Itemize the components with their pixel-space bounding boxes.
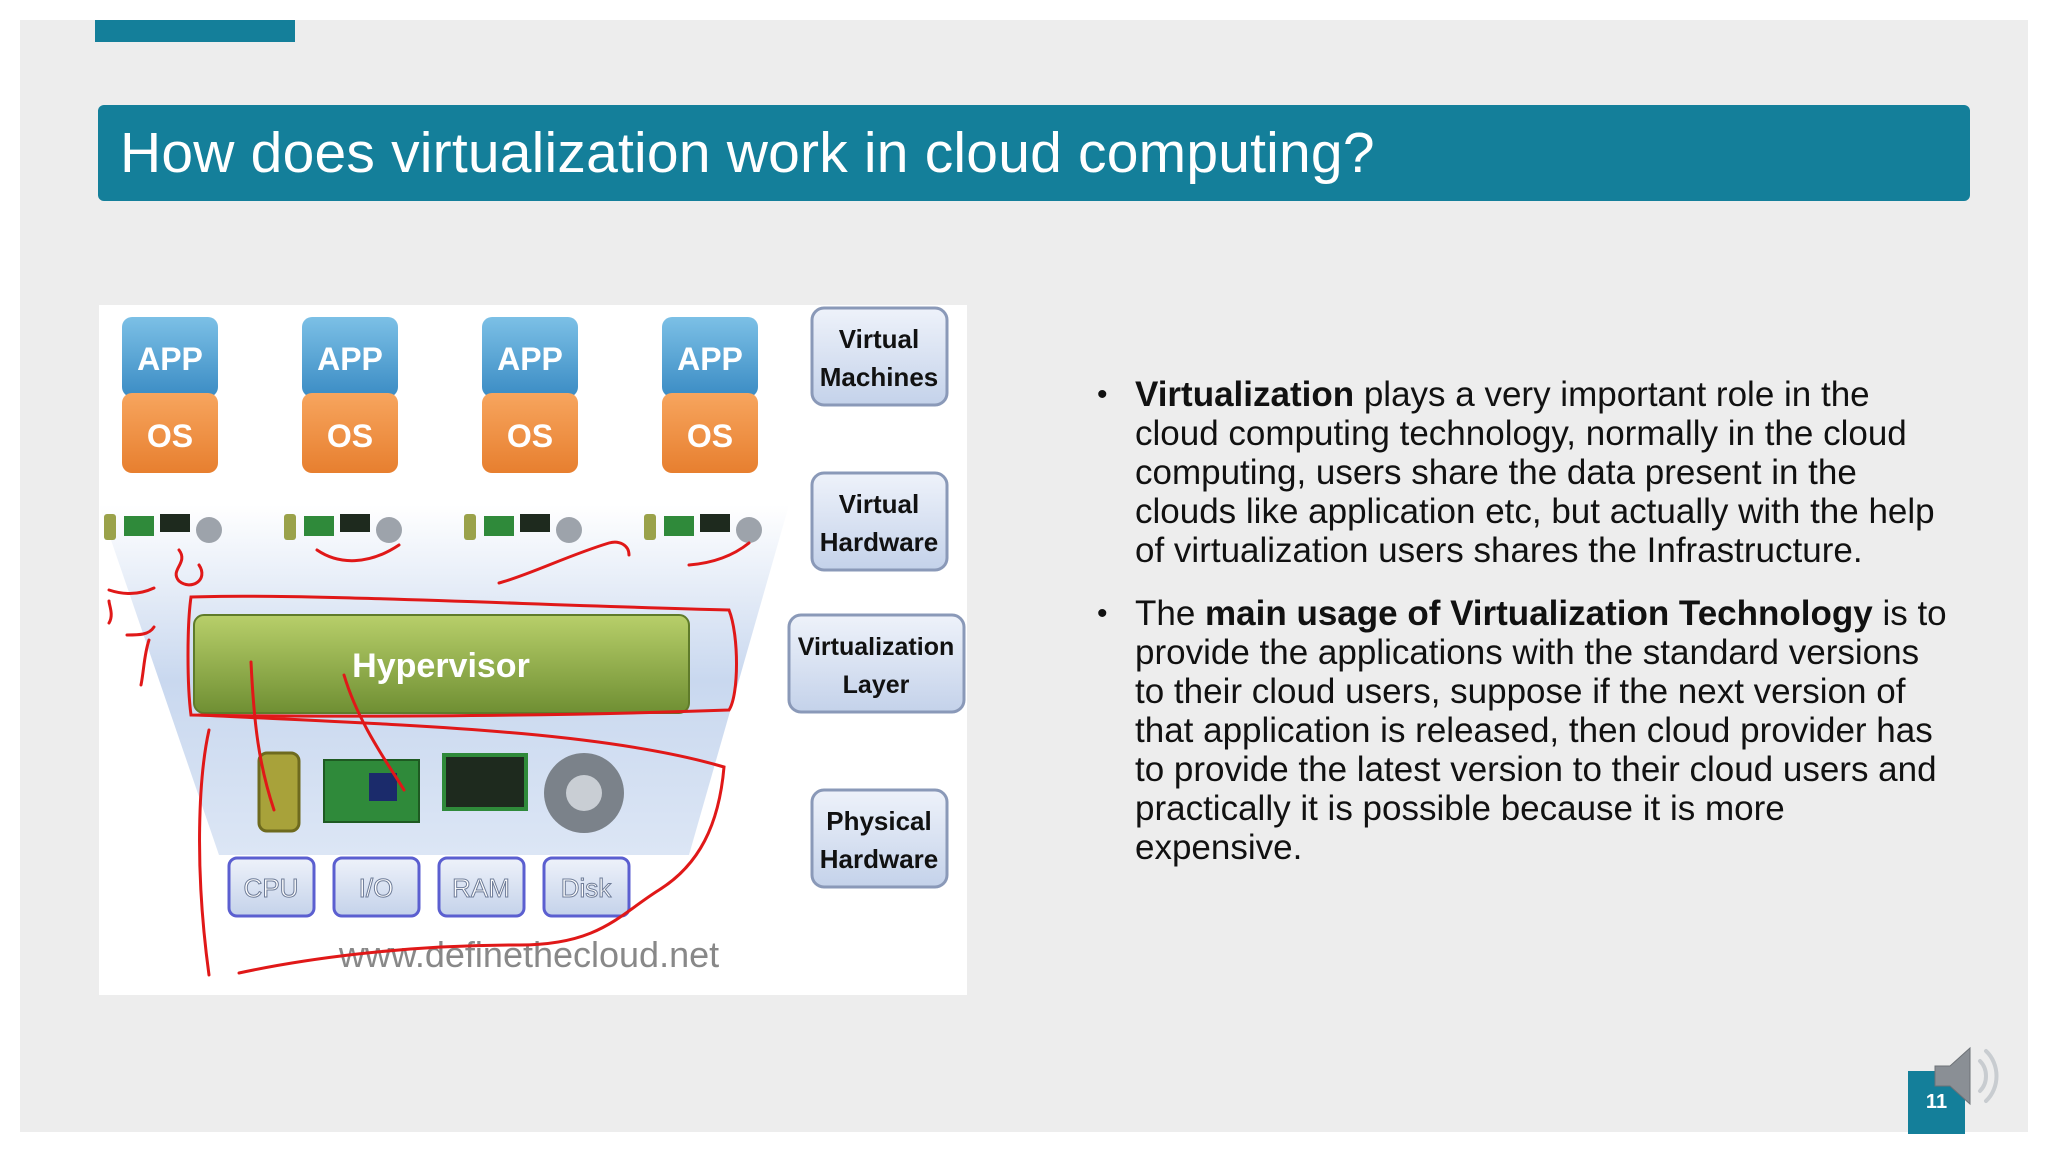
cpu-mini-icon <box>284 514 296 540</box>
hardware-labels: CPU I/O RAM Disk <box>227 856 631 918</box>
layer-label-virtual-machines: Virtual Machines <box>810 306 949 407</box>
cpu-chip-icon <box>257 751 301 833</box>
ram-mini-icon <box>340 514 370 532</box>
layer-label-line2: Hardware <box>820 527 939 557</box>
layer-label-line1: Virtualization <box>798 633 955 661</box>
layer-label-box <box>787 613 966 714</box>
os-box <box>482 393 578 473</box>
os-box <box>122 393 218 473</box>
vhw-group-1 <box>104 514 222 543</box>
card-mini-icon <box>124 516 154 536</box>
layer-label-line2: Hardware <box>820 844 939 874</box>
app-box <box>122 317 218 397</box>
layer-label-line2: Machines <box>820 362 939 392</box>
bullet-item-1: • Virtualization plays a very important … <box>1095 375 1955 570</box>
ram-label: RAM <box>452 873 510 903</box>
hypervisor-label: Hypervisor <box>352 647 530 685</box>
app-label: APP <box>497 341 563 377</box>
disk-mini-icon <box>736 517 762 543</box>
top-accent-tab <box>95 20 295 42</box>
card-mini-icon <box>484 516 514 536</box>
vhw-group-4 <box>644 514 762 543</box>
bullet-2-text: is to provide the applications with the … <box>1135 594 1947 867</box>
bullet-2-lead: The <box>1135 594 1206 633</box>
app-box <box>662 317 758 397</box>
vm-stack-4: APP OS <box>662 317 758 473</box>
app-box <box>302 317 398 397</box>
layer-label-box <box>810 306 949 407</box>
disk-mini-icon <box>556 517 582 543</box>
red-annotations <box>107 540 751 977</box>
ram-mini-icon <box>700 514 730 532</box>
os-label: OS <box>507 418 553 454</box>
slide-title: How does virtualization work in cloud co… <box>120 121 1375 185</box>
layer-label-virtualization-layer: Virtualization Layer <box>787 613 966 714</box>
cpu-mini-icon <box>104 514 116 540</box>
os-label: OS <box>147 418 193 454</box>
bullet-item-2: • The main usage of Virtualization Techn… <box>1095 594 1955 867</box>
vm-stack-3: APP OS <box>482 317 578 473</box>
speaker-icon[interactable] <box>1930 1036 2010 1116</box>
layer-label-physical-hardware: Physical Hardware <box>810 788 949 889</box>
app-label: APP <box>677 341 743 377</box>
disk-mini-icon <box>196 517 222 543</box>
io-chip-icon <box>369 773 397 801</box>
app-box <box>482 317 578 397</box>
cpu-box <box>227 856 316 918</box>
ram-box <box>437 856 526 918</box>
cpu-label: CPU <box>244 873 299 903</box>
app-label: APP <box>317 341 383 377</box>
cpu-mini-icon <box>464 514 476 540</box>
card-mini-icon <box>304 516 334 536</box>
disk-label: Disk <box>561 873 613 903</box>
bullet-marker: • <box>1097 597 1108 630</box>
layer-label-virtual-hardware: Virtual Hardware <box>810 471 949 572</box>
layer-label-box <box>810 788 949 889</box>
vm-stack-2: APP OS <box>302 317 398 473</box>
card-mini-icon <box>664 516 694 536</box>
io-label: I/O <box>359 873 394 903</box>
disk-box <box>542 856 631 918</box>
cpu-mini-icon <box>644 514 656 540</box>
layer-label-line1: Virtual <box>839 324 919 354</box>
ram-mini-icon <box>520 514 550 532</box>
os-label: OS <box>687 418 733 454</box>
os-box <box>302 393 398 473</box>
title-bar: How does virtualization work in cloud co… <box>98 105 1970 201</box>
io-box <box>332 856 421 918</box>
watermark-text: www.definethecloud.net <box>338 934 719 975</box>
app-label: APP <box>137 341 203 377</box>
os-box <box>662 393 758 473</box>
disk-mini-icon <box>376 517 402 543</box>
layer-label-line2: Layer <box>843 671 910 699</box>
vhw-group-3 <box>464 514 582 543</box>
layer-label-box <box>810 471 949 572</box>
hypervisor-bar <box>193 614 690 714</box>
physical-hardware-icons <box>257 751 624 833</box>
virtualization-diagram: Hypervisor APP OS APP OS APP OS APP OS <box>99 305 967 995</box>
vhw-group-2 <box>284 514 402 543</box>
bullet-marker: • <box>1097 378 1108 411</box>
vm-stack-1: APP OS <box>122 317 218 473</box>
layer-label-line1: Physical <box>826 806 932 836</box>
ram-module-icon <box>442 753 528 811</box>
virtual-hardware-icons <box>104 514 762 543</box>
disk-platter-icon <box>566 775 602 811</box>
bullet-1-text: plays a very important role in the cloud… <box>1135 375 1935 570</box>
bullet-1-bold: Virtualization <box>1135 375 1355 414</box>
diagram-svg: Hypervisor APP OS APP OS APP OS APP OS <box>99 306 966 977</box>
os-label: OS <box>327 418 373 454</box>
layer-label-line1: Virtual <box>839 489 919 519</box>
bullet-2-bold: main usage of Virtualization Technology <box>1205 594 1873 633</box>
ram-mini-icon <box>160 514 190 532</box>
bullet-list: • Virtualization plays a very important … <box>1095 375 1955 891</box>
